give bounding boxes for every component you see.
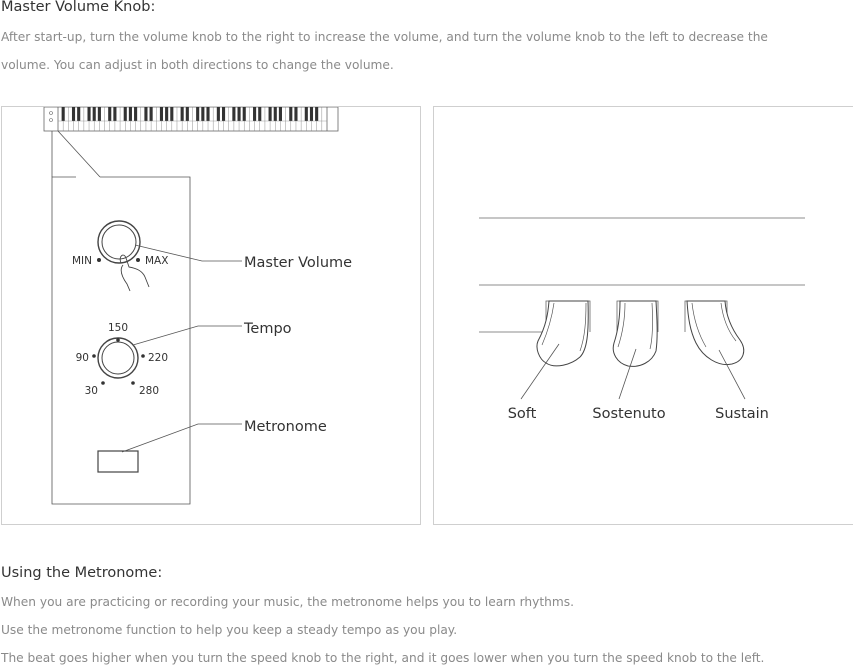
intro-paragraph-line-2: volume. You can adjust in both direction… xyxy=(1,58,394,72)
sostenuto-pedal xyxy=(612,300,658,367)
zoomed-panel-outline xyxy=(51,176,191,505)
master-volume-label: Master Volume xyxy=(244,255,352,271)
tempo-leader xyxy=(132,325,242,346)
volume-max-label: MAX xyxy=(145,255,168,267)
tempo-tick-220: 220 xyxy=(148,352,168,364)
pedals-illustration: Soft Sostenuto Sustain xyxy=(479,217,805,422)
control-panel-illustration: MIN MAX 150 90 220 30 280 Master Volume … xyxy=(43,106,352,505)
tempo-tick-30: 30 xyxy=(85,385,98,397)
section-title-master-volume: Master Volume Knob: xyxy=(1,0,156,15)
tempo-knob xyxy=(92,337,145,385)
master-volume-leader xyxy=(134,244,242,262)
pedals-diagram: Soft Sostenuto Sustain xyxy=(433,106,853,525)
metronome-paragraph-line-3: The beat goes higher when you turn the s… xyxy=(1,651,765,665)
soft-pedal-label: Soft xyxy=(508,406,537,422)
metronome-paragraph-line-1: When you are practicing or recording you… xyxy=(1,595,574,609)
metronome-leader xyxy=(121,423,242,453)
metronome-paragraph-line-2: Use the metronome function to help you k… xyxy=(1,623,458,637)
tempo-tick-90: 90 xyxy=(76,352,89,364)
volume-min-label: MIN xyxy=(72,255,92,267)
intro-paragraph-line-1: After start-up, turn the volume knob to … xyxy=(1,30,768,44)
master-volume-knob xyxy=(97,220,150,292)
soft-pedal xyxy=(536,300,589,367)
tempo-tick-150: 150 xyxy=(108,322,128,334)
control-panel-diagram: MIN MAX 150 90 220 30 280 Master Volume … xyxy=(1,106,421,525)
tempo-tick-280: 280 xyxy=(139,385,159,397)
section-title-using-metronome: Using the Metronome: xyxy=(1,565,163,581)
metronome-label: Metronome xyxy=(244,419,327,435)
sustain-pedal xyxy=(686,300,745,366)
sustain-pedal-label: Sustain xyxy=(715,406,769,422)
keyboard-illustration xyxy=(43,106,339,132)
metronome-button-illustration xyxy=(97,450,139,473)
tempo-label: Tempo xyxy=(243,321,292,337)
sostenuto-pedal-label: Sostenuto xyxy=(592,406,665,422)
